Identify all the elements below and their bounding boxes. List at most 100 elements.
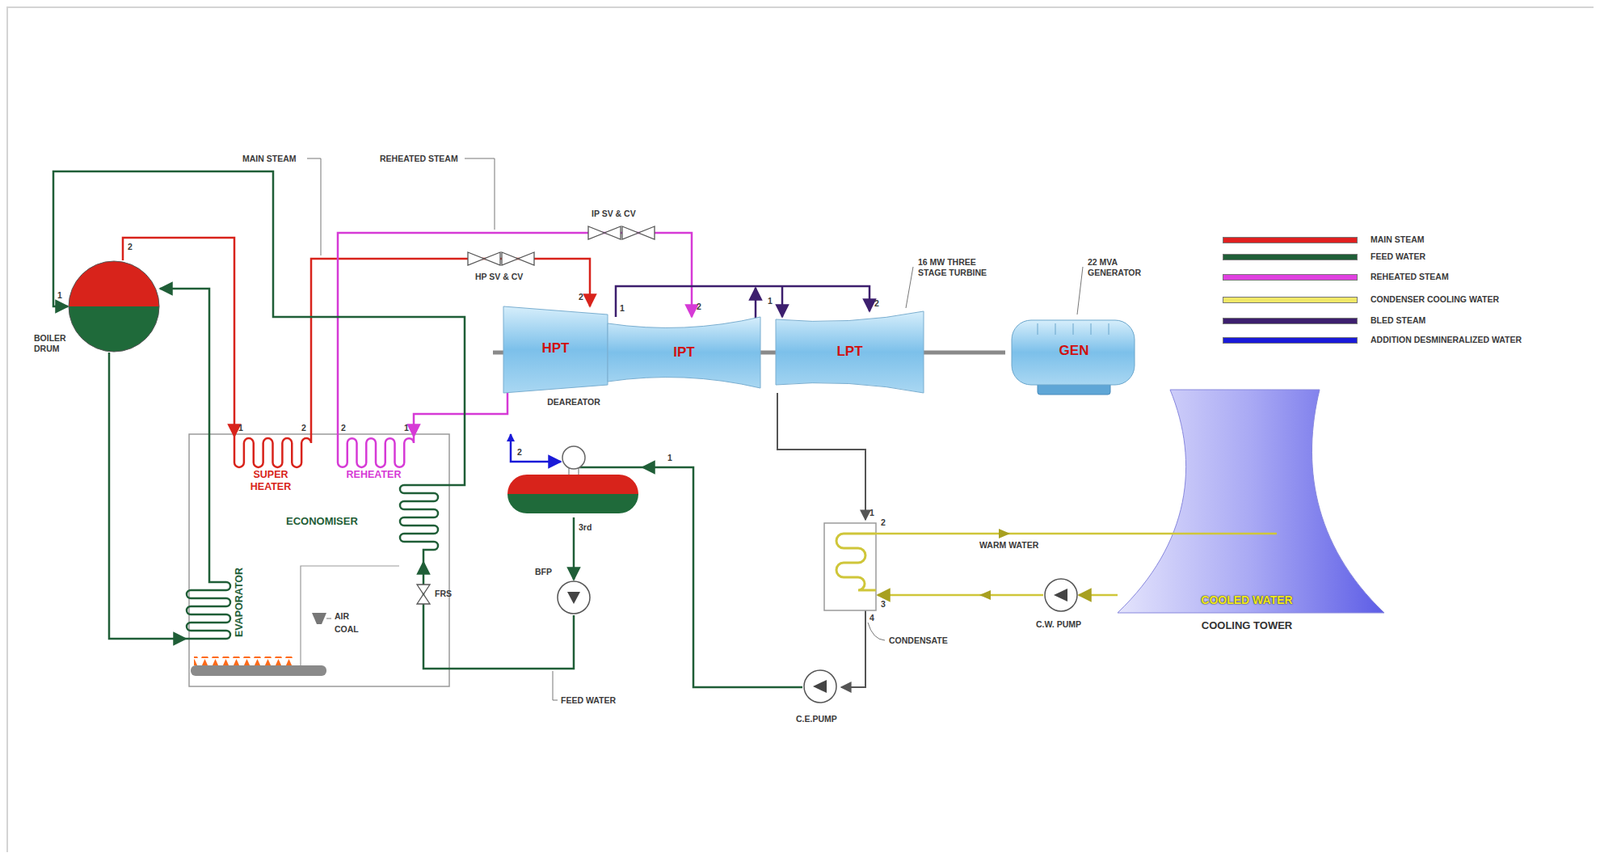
callout-number: 2 [696,301,702,312]
label-slot: 2 [696,301,702,312]
label-slot: WARM WATER [979,539,1039,551]
leader-line [905,266,914,308]
legend-text: ADDITION DESMINERALIZED WATER [1370,334,1522,346]
text-slot: REHEATER [327,468,421,481]
callout-number: 2 [578,291,584,303]
label-slot: 4 [869,612,875,624]
condenser-shell [824,522,876,611]
pipe-connector [642,467,803,687]
pipe-connector [413,392,508,437]
label-slot: 1 [619,303,625,314]
part-name: EVAPORATOR [233,557,246,647]
part-name: REHEATER [327,468,421,481]
part-name: BFP [534,566,552,577]
flow-label: MAIN STEAM [242,153,297,165]
legend-swatch [1222,236,1358,244]
text-slot: C.W. PUMP [1035,618,1082,630]
text-slot: BLED STEAM [1370,315,1426,326]
text-slot: EVAPORATOR [233,557,250,647]
legend-swatch [1222,273,1358,281]
text-slot: COOLING TOWER [1174,618,1320,632]
hp-turbine: HPT [503,306,608,393]
legend-text: FEED WATER [1370,251,1426,262]
deaerator-tank-shape [505,395,643,518]
part-name: SUPER HEATER [242,468,299,493]
label-slot: 1 [767,295,773,307]
part-name: HPT [503,340,608,357]
condensate-pipe [841,610,866,687]
label-slot: 2 [341,422,346,434]
part-name: C.W. PUMP [1035,618,1082,630]
label-slot: HP SV & CV [475,271,523,283]
legend-text: CONDENSER COOLING WATER [1370,294,1499,305]
callout-number: 2 [874,298,880,309]
part-name: IPT [607,344,761,361]
callout-number: 2 [341,422,346,434]
callout-number: 1 [404,422,409,434]
lp-turbine: LPT [775,311,924,393]
generator: GEN [1005,316,1138,398]
part-name: LPT [775,343,924,360]
callout-number: AIR [334,610,350,622]
flow-label: 22 MVA GENERATOR [1087,256,1153,278]
legend-swatch [1222,317,1358,325]
furnace-wall [300,565,400,671]
leader-line [552,670,558,700]
ce-pump: C.E.PUMP [802,668,840,706]
label-slot: REHEATED STEAM [379,153,459,165]
legend-text: REHEATED STEAM [1370,271,1449,283]
text-slot: REHEATED STEAM [1370,271,1449,283]
leader-line [464,158,495,230]
callout-number: 1 [667,452,673,464]
text-slot: ADDITION DESMINERALIZED WATER [1370,334,1522,346]
callout-number: FRS [434,588,452,599]
coal-hopper [311,612,327,624]
label-slot: IP SV & CV [591,208,636,219]
ip-valves [588,226,655,240]
pump-arrow [812,679,827,693]
label-slot: 2 [874,298,880,309]
condenser-coil [836,533,876,590]
flow-label: FEED WATER [560,694,616,706]
callout-number: 1 [767,295,773,307]
pump-arrow [1053,588,1068,602]
label-slot: 1 [869,507,875,518]
text-slot: FEED WATER [1370,251,1426,262]
part-name: COOLED WATER [1174,593,1320,607]
cooled-water-pipe [877,593,1044,597]
callout-number: 3 [880,598,886,610]
flow-label: WARM WATER [979,539,1039,551]
label-slot: 2 [578,291,584,303]
label-slot: AIR [334,610,350,622]
pump-casing [804,669,837,703]
label-slot: 2 [127,241,133,253]
label-slot: 3rd [578,522,592,533]
callout-number: 1 [619,303,625,314]
label-slot: COAL [334,623,359,635]
exhaust-pipe [777,392,866,520]
text-slot: SUPER HEATER [242,468,299,493]
legend-swatch [1222,253,1358,261]
callout-number: 2 [301,422,307,434]
ce-pump-shape [802,668,840,706]
label-slot: FEED WATER [560,694,616,706]
text-slot: ECONOMISER [286,514,358,528]
label-slot: 1 [404,422,409,434]
label-slot: 16 MW THREE STAGE TURBINE [917,256,999,278]
cw-pump: C.W. PUMP [1043,576,1079,613]
part-name: GEN [1013,342,1135,359]
deaerator-tank: DEAREATOR [505,395,643,518]
flame-row [193,656,295,666]
pipe-connector [160,288,210,558]
flow-label: 16 MW THREE STAGE TURBINE [917,256,999,278]
frs-valve [416,584,430,604]
callout-number: 2 [880,517,886,528]
text-slot: HPT [503,340,608,357]
text-slot: COOLED WATER [1174,593,1320,607]
pump-casing [1044,578,1078,611]
part-name: DEAREATOR [505,396,643,408]
pipe-connector [615,286,870,317]
dm-water-pipe [510,433,561,462]
callout-number: 2 [517,446,523,458]
